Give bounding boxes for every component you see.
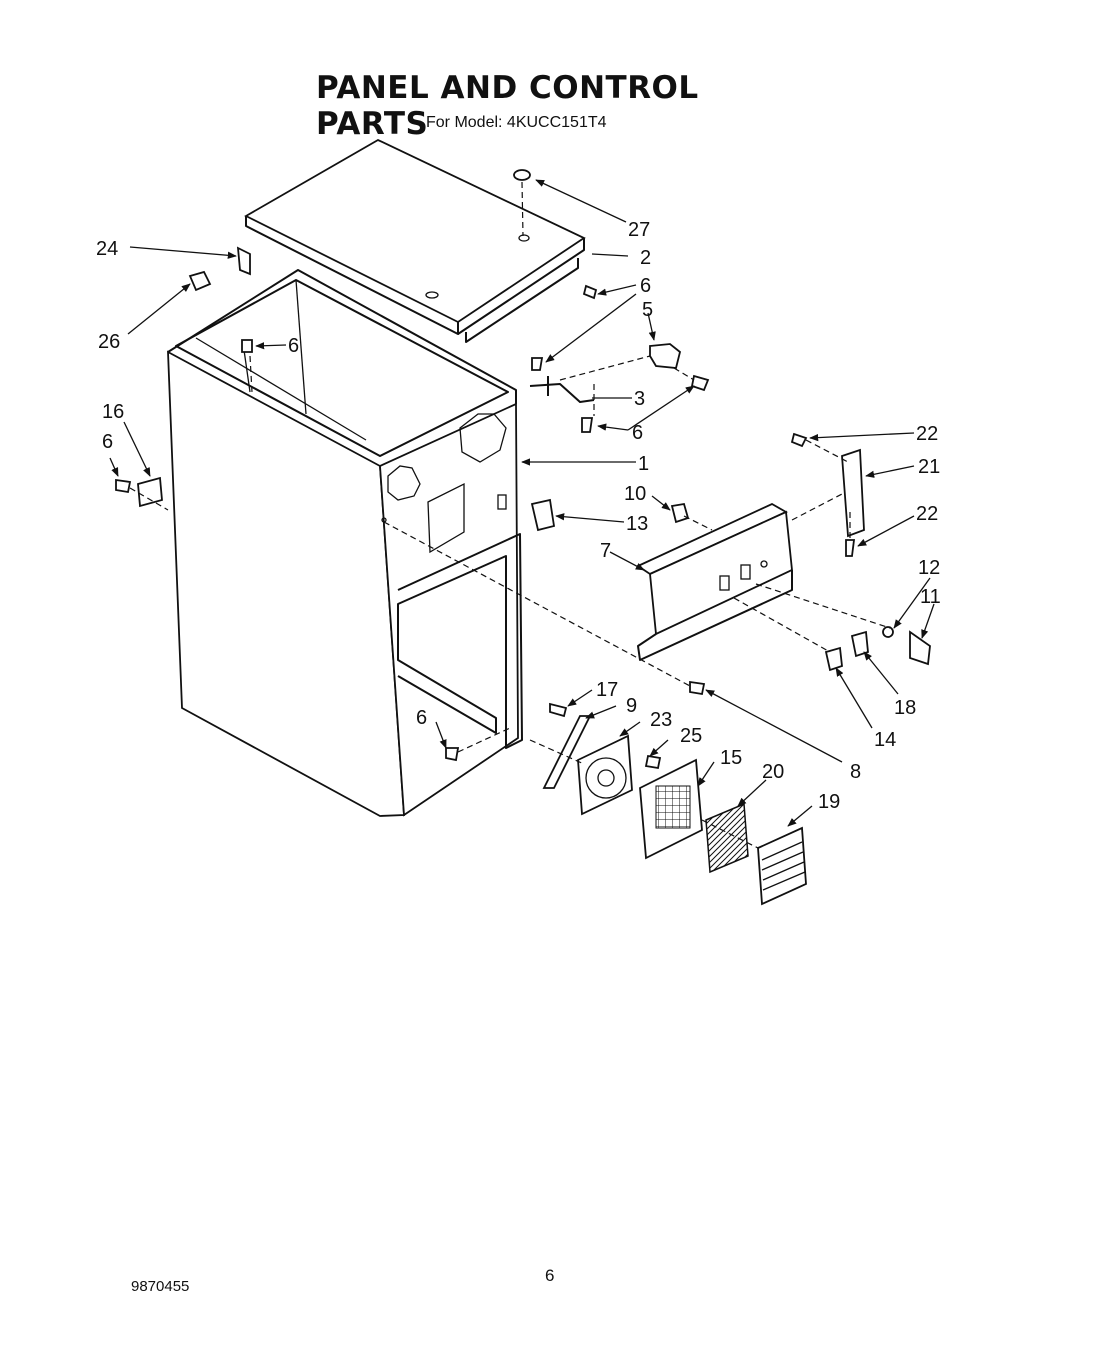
clip-part [236,246,251,276]
switch-part [530,498,556,532]
leader-lines [109,179,935,827]
assembly-lines [129,355,891,849]
callout-9: 9 [626,695,637,717]
plate-part [137,476,163,508]
screw-22-parts [790,432,856,557]
callout-7: 7 [600,540,611,562]
document-number: 9870455 [131,1278,190,1295]
plug-part [188,270,212,292]
callout-6c: 6 [288,335,299,357]
callout-13: 13 [626,513,648,535]
callout-17: 17 [596,679,618,701]
callout-22a: 22 [916,423,938,445]
switch-14-part [824,646,843,672]
grille-part [757,826,807,906]
handle-part [841,448,865,538]
callout-14: 14 [874,729,896,751]
filter-part [705,802,749,874]
fan-part [577,734,633,816]
callout-3: 3 [634,388,645,410]
callout-5: 5 [642,299,653,321]
top-cover-part [244,138,586,343]
bracket-part [649,343,682,369]
model-number: 4KUCC151T4 [506,114,607,131]
page-number: 6 [545,1266,555,1285]
cap-part [513,169,531,237]
screw-25-part [644,754,662,770]
callout-27: 27 [628,219,650,241]
shroud-part [639,758,703,860]
callout-6a: 6 [640,275,651,297]
callout-8: 8 [850,761,861,783]
callout-6e: 6 [416,707,427,729]
switch-18-part [850,630,869,658]
callout-19: 19 [818,791,840,813]
callout-20: 20 [762,761,784,783]
callout-16: 16 [102,401,124,423]
callout-25: 25 [680,725,702,747]
model-subtitle: For Model: 4KUCC151T4 [426,114,607,132]
cabinet-part [167,269,523,817]
callout-22b: 22 [916,503,938,525]
page-title: PANEL AND CONTROL PARTS [316,70,699,142]
callout-12: 12 [918,557,940,579]
callout-24: 24 [96,238,118,260]
callout-18: 18 [894,697,916,719]
model-label: For Model: [426,114,503,131]
hinge-part [529,376,595,403]
callout-10: 10 [624,483,646,505]
screw-17-part [549,702,568,718]
callout-2: 2 [640,247,651,269]
callout-6b: 6 [632,422,643,444]
callout-21: 21 [918,456,940,478]
control-panel-part [636,502,793,661]
knob-part [909,630,931,666]
screw-parts [115,284,710,762]
retainer-part [670,502,690,524]
callout-26: 26 [98,331,120,353]
callout-1: 1 [638,453,649,475]
callout-15: 15 [720,747,742,769]
callout-6d: 6 [102,431,113,453]
callout-11: 11 [920,586,941,608]
callout-23: 23 [650,709,672,731]
callout-labels: 27 2 6 5 3 6 24 26 6 16 6 1 22 21 22 10 … [96,219,941,813]
washer-part [882,626,894,638]
